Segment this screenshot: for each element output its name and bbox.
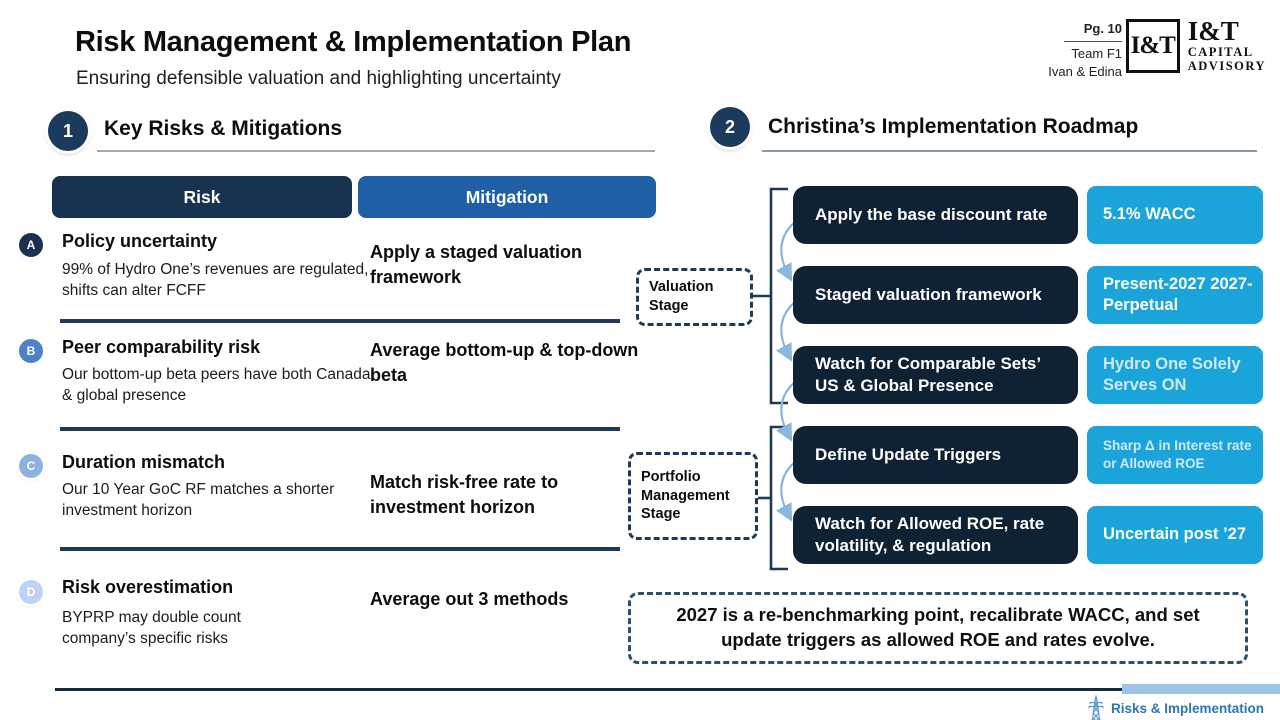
risk-badge-a: A [19, 233, 43, 257]
row-divider [60, 427, 620, 431]
rebenchmarking-callout: 2027 is a re-benchmarking point, recalib… [628, 592, 1248, 664]
section1-number-badge: 1 [48, 111, 88, 151]
risk-badge-c: C [19, 454, 43, 478]
logo-wordmark: I&T CAPITAL ADVISORY [1188, 18, 1266, 74]
stage-bracket-valuation [753, 187, 788, 405]
logo-monogram-icon: I&T [1125, 18, 1180, 73]
roadmap-note: Uncertain post ’27 [1087, 506, 1263, 564]
stage-bracket-portfolio [756, 425, 788, 571]
risk-title: Risk overestimation [62, 577, 234, 597]
roadmap-note: 5.1% WACC [1087, 186, 1263, 244]
team-label: Team F1 [1071, 46, 1122, 62]
logo-line1: CAPITAL [1187, 45, 1254, 59]
section2-heading: Christina’s Implementation Roadmap [768, 115, 1139, 138]
page-subtitle: Ensuring defensible valuation and highli… [76, 68, 561, 89]
section1-heading: Key Risks & Mitigations [104, 117, 343, 140]
roadmap-step: Apply the base discount rate [793, 186, 1078, 244]
risk-title: Duration mismatch [62, 452, 226, 472]
company-logo: I&T I&T CAPITAL ADVISORY [1125, 18, 1266, 74]
roadmap-note: Hydro One Solely Serves ON [1087, 346, 1263, 404]
mitigation-column-header: Mitigation [358, 176, 656, 218]
mitigation-text: Average out 3 methods [370, 589, 569, 609]
row-divider [60, 547, 620, 551]
transmission-tower-icon [1088, 695, 1104, 720]
risk-description: Our 10 Year GoC RF matches a shorter inv… [62, 481, 335, 520]
page-meta: Pg. 10 Team F1 Ivan & Edina [1048, 20, 1122, 80]
footer-rule [55, 688, 1122, 691]
risk-badge-d: D [19, 580, 43, 604]
authors-label: Ivan & Edina [1048, 63, 1122, 79]
risk-description: BYPRP may double count company’s specifi… [62, 609, 241, 648]
logo-name: I&T [1187, 16, 1239, 46]
logo-monogram-text: I&T [1130, 31, 1176, 59]
roadmap-note: Sharp Δ in Interest rate or Allowed ROE [1087, 426, 1263, 484]
roadmap-note: Present-2027 2027-Perpetual [1087, 266, 1263, 324]
stage-label-portfolio: Portfolio Management Stage [628, 452, 758, 540]
mitigation-text: Apply a staged valuation framework [370, 242, 583, 288]
risk-column-header: Risk [52, 176, 352, 218]
footer-section-tab: Risks & Implementation [1086, 695, 1264, 720]
section2-underline [762, 150, 1257, 152]
risk-badge-b: B [19, 339, 43, 363]
risk-description: 99% of Hydro One’s revenues are regulate… [62, 261, 369, 300]
roadmap-step: Watch for Comparable Sets’ US & Global P… [793, 346, 1078, 404]
mitigation-text: Average bottom-up & top-down beta [370, 340, 639, 386]
roadmap-step: Define Update Triggers [793, 426, 1078, 484]
page-title: Risk Management & Implementation Plan [75, 26, 632, 58]
page-number: Pg. 10 [1083, 21, 1122, 36]
footer-tab-label: Risks & Implementation [1110, 700, 1264, 716]
meta-divider [1064, 40, 1122, 43]
mitigation-text: Match risk-free rate to investment horiz… [370, 472, 559, 518]
row-divider [60, 319, 620, 323]
risk-title: Policy uncertainty [62, 231, 218, 251]
section1-underline [97, 150, 655, 152]
roadmap-step: Staged valuation framework [793, 266, 1078, 324]
stage-label-valuation: Valuation Stage [636, 268, 753, 326]
roadmap-step: Watch for Allowed ROE, rate volatility, … [793, 506, 1078, 564]
risk-title: Peer comparability risk [62, 337, 261, 357]
section2-number-badge: 2 [710, 107, 750, 147]
footer-accent-bar [1122, 684, 1280, 694]
logo-line2: ADVISORY [1187, 59, 1266, 74]
risk-description: Our bottom-up beta peers have both Canad… [62, 366, 371, 405]
